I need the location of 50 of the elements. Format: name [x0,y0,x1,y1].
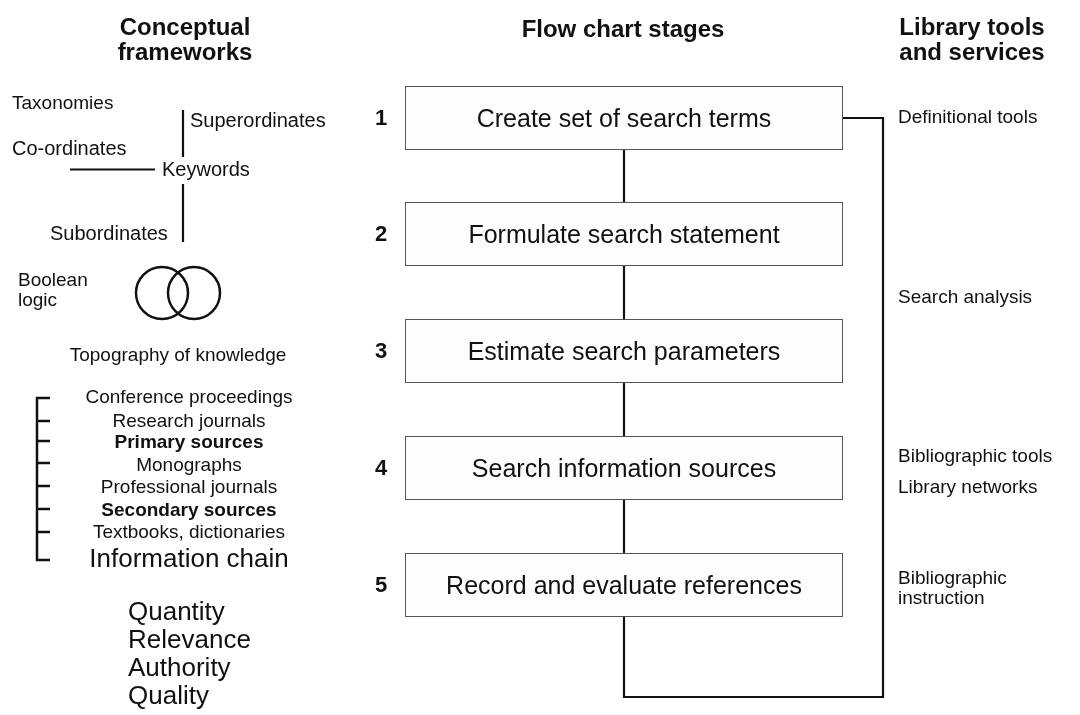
term-text: Taxonomies [12,93,114,113]
process-box [405,86,843,150]
chain-text: Primary sources [114,432,264,452]
step-number: 3 [374,339,388,363]
step-number: 2 [374,222,388,246]
term-text: Superordinates [190,110,326,131]
connector-line [70,168,155,171]
chain-text: Professional journals [100,477,278,497]
connector-line [622,116,885,699]
column-heading: Flow chart stages [521,16,725,42]
tool-text: Bibliographic tools [898,446,1053,466]
chain-text: Research journals [112,411,266,431]
process-box [405,553,843,617]
chain-text: Monographs [136,455,242,475]
term-text: Keywords [162,159,250,180]
process-box [405,436,843,500]
chain-text: Textbooks, dictionaries [92,522,286,542]
chain-text: Secondary sources [101,500,277,520]
tool-text: Search analysis [898,287,1033,307]
step-number: 1 [374,106,388,130]
connector-line [622,500,626,553]
term-text: Boolean logic [18,270,89,310]
tool-text: Definitional tools [898,107,1038,127]
process-box [405,319,843,383]
term-text: Topography of knowledge [69,345,287,365]
chain-text: Conference proceedings [85,387,293,407]
criterion-text: Quantity [128,598,225,626]
step-number: 5 [374,573,388,597]
criterion-text: Relevance [128,626,251,654]
term-text: Subordinates [50,223,168,244]
criterion-text: Quality [128,682,209,710]
column-heading: Conceptual frameworks [116,14,254,65]
connector-line [622,266,626,319]
step-text: Record and evaluate references [446,571,802,599]
process-box [405,202,843,266]
tool-text: Bibliographic instruction [898,568,1008,608]
connector-line [622,383,626,436]
connector-line [181,184,185,242]
connector-line [181,110,185,157]
chain-heading: Information chain [89,545,289,573]
tool-text: Library networks [898,477,1038,497]
step-text: Estimate search parameters [467,337,781,365]
step-text: Search information sources [471,454,777,482]
step-text: Formulate search statement [468,220,780,248]
term-text: Co-ordinates [12,138,127,159]
column-heading: Library tools and services [898,14,1046,65]
connector-line [622,150,626,202]
criterion-text: Authority [128,654,231,682]
step-number: 4 [374,456,388,480]
step-text: Create set of search terms [476,104,772,132]
